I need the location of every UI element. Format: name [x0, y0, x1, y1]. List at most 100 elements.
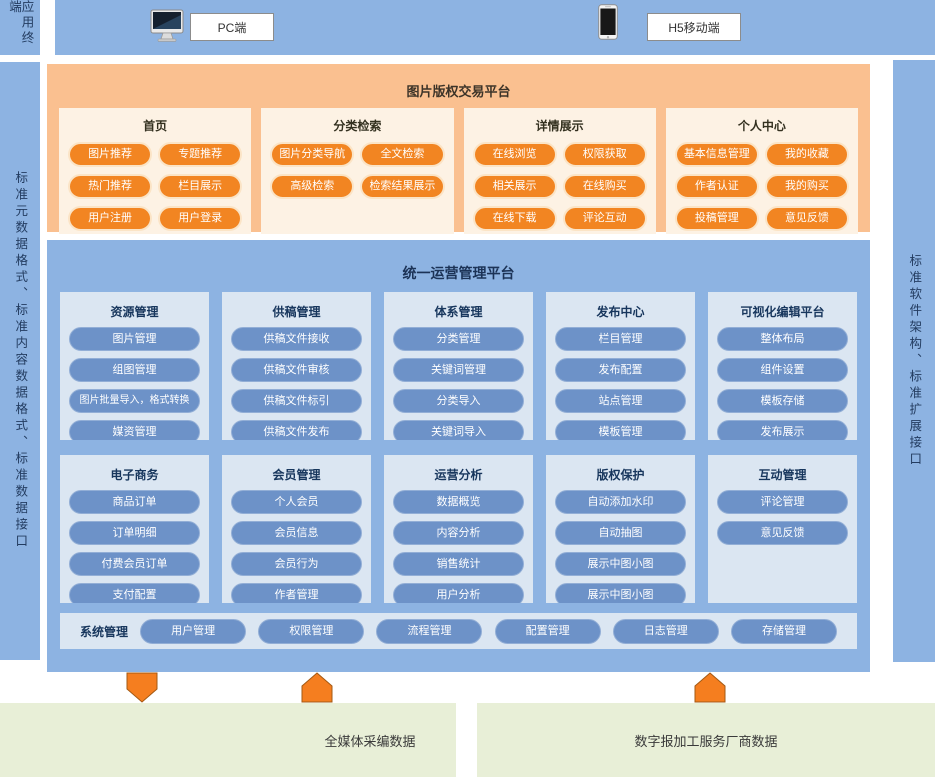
left-standards-bar: 标准元数据格式、标准内容数据格式、标准数据接口 [0, 62, 40, 660]
h5-terminal-box[interactable]: H5移动端 [647, 13, 741, 41]
feature-pill[interactable]: 供稿文件审核 [231, 358, 362, 382]
feature-pill[interactable]: 商品订单 [69, 490, 200, 514]
column-title: 供稿管理 [272, 305, 321, 319]
feature-pill[interactable]: 整体布局 [717, 327, 848, 351]
trade-platform-columns: 首页图片推荐专题推荐热门推荐栏目展示用户注册用户登录 分类检索图片分类导航全文检索… [59, 108, 858, 234]
feature-pill[interactable]: 高级检索 [270, 174, 355, 199]
left-standards-label: 标准元数据格式、标准内容数据格式、标准数据接口 [13, 171, 28, 551]
trade-platform-title: 图片版权交易平台 [406, 84, 511, 99]
feature-pill[interactable]: 组件设置 [717, 358, 848, 382]
feature-pill[interactable]: 供稿文件接收 [231, 327, 362, 351]
system-pill[interactable]: 存储管理 [730, 618, 837, 644]
feature-pill[interactable]: 专题推荐 [158, 142, 243, 167]
ops-column-1-4: 发布中心栏目管理发布配置站点管理模板管理 [546, 292, 695, 440]
column-title: 体系管理 [434, 305, 483, 319]
feature-pill[interactable]: 相关展示 [472, 174, 557, 199]
feature-pill[interactable]: 分类导入 [393, 389, 524, 413]
ops-row2: 电子商务商品订单订单明细付费会员订单支付配置会员管理个人会员会员信息会员行为作者… [60, 455, 857, 603]
pill-grid: 在线浏览权限获取相关展示在线购买在线下载评论互动 [472, 142, 647, 231]
feature-pill[interactable]: 自动抽图 [555, 521, 686, 545]
feature-pill[interactable]: 意见反馈 [764, 206, 849, 231]
feature-pill[interactable]: 投稿管理 [674, 206, 759, 231]
column-title: 分类检索 [333, 119, 382, 133]
column-title: 会员管理 [272, 468, 321, 482]
pc-terminal-box[interactable]: PC端 [190, 13, 274, 41]
feature-pill[interactable]: 用户分析 [393, 583, 524, 603]
flow-arrow-down-icon [126, 672, 158, 703]
system-pill[interactable]: 配置管理 [494, 618, 601, 644]
right-standards-bar: 标准软件架构、标准扩展接口 [893, 60, 935, 662]
feature-pill[interactable]: 图片批量导入，格式转换 [69, 389, 200, 413]
feature-pill[interactable]: 作者认证 [674, 174, 759, 199]
feature-pill[interactable]: 关键词导入 [393, 420, 524, 440]
feature-pill[interactable]: 栏目展示 [158, 174, 243, 199]
feature-pill[interactable]: 图片分类导航 [270, 142, 355, 167]
feature-pill[interactable]: 内容分析 [393, 521, 524, 545]
feature-pill[interactable]: 会员信息 [231, 521, 362, 545]
feature-pill[interactable]: 发布配置 [555, 358, 686, 382]
feature-pill[interactable]: 热门推荐 [68, 174, 153, 199]
feature-pill[interactable]: 付费会员订单 [69, 552, 200, 576]
feature-pill[interactable]: 展示中图小图 [555, 552, 686, 576]
feature-pill[interactable]: 在线购买 [562, 174, 647, 199]
column-title: 互动管理 [758, 468, 807, 482]
feature-pill[interactable]: 自动添加水印 [555, 490, 686, 514]
right-standards-label: 标准软件架构、标准扩展接口 [907, 253, 922, 469]
feature-pill[interactable]: 发布展示 [717, 420, 848, 440]
feature-pill[interactable]: 个人会员 [231, 490, 362, 514]
feature-pill[interactable]: 组图管理 [69, 358, 200, 382]
feature-pill[interactable]: 全文检索 [360, 142, 445, 167]
feature-pill[interactable]: 在线下载 [472, 206, 557, 231]
trade-platform-section: 图片版权交易平台 首页图片推荐专题推荐热门推荐栏目展示用户注册用户登录 分类检索图… [47, 64, 870, 234]
feature-pill[interactable]: 我的收藏 [764, 142, 849, 167]
system-pill[interactable]: 权限管理 [258, 618, 365, 644]
feature-pill[interactable]: 用户注册 [68, 206, 153, 231]
feature-pill[interactable]: 关键词管理 [393, 358, 524, 382]
flow-arrow-up-icon [694, 672, 726, 703]
feature-pill[interactable]: 检索结果展示 [360, 174, 445, 199]
system-management-row: 系统管理 用户管理权限管理流程管理配置管理日志管理存储管理 [60, 613, 857, 649]
ops-column-1-5: 可视化编辑平台整体布局组件设置模板存储发布展示 [708, 292, 857, 440]
trade-column-1: 首页图片推荐专题推荐热门推荐栏目展示用户注册用户登录 [59, 108, 252, 234]
feature-pill[interactable]: 会员行为 [231, 552, 362, 576]
ops-column-1-3: 体系管理分类管理关键词管理分类导入关键词导入 [384, 292, 533, 440]
feature-pill[interactable]: 模板管理 [555, 420, 686, 440]
feature-pill[interactable]: 我的购买 [764, 174, 849, 199]
feature-pill[interactable]: 数据概览 [393, 490, 524, 514]
feature-pill[interactable]: 订单明细 [69, 521, 200, 545]
ops-column-1-2: 供稿管理供稿文件接收供稿文件审核供稿文件标引供稿文件发布 [222, 292, 371, 440]
feature-pill[interactable]: 在线浏览 [472, 142, 557, 167]
feature-pill[interactable]: 意见反馈 [717, 521, 848, 545]
feature-pill[interactable]: 供稿文件标引 [231, 389, 362, 413]
feature-pill[interactable]: 基本信息管理 [674, 142, 759, 167]
feature-pill[interactable]: 评论管理 [717, 490, 848, 514]
system-pill[interactable]: 日志管理 [612, 618, 719, 644]
feature-pill[interactable]: 支付配置 [69, 583, 200, 603]
ops-platform-title: 统一运营管理平台 [402, 265, 515, 281]
system-pill[interactable]: 用户管理 [140, 618, 247, 644]
feature-pill[interactable]: 销售统计 [393, 552, 524, 576]
ops-row1: 资源管理图片管理组图管理图片批量导入，格式转换媒资管理供稿管理供稿文件接收供稿文… [60, 292, 857, 440]
column-title: 个人中心 [737, 119, 786, 133]
h5-terminal-label: H5移动端 [668, 20, 720, 35]
feature-pill[interactable]: 用户登录 [158, 206, 243, 231]
feature-pill[interactable]: 图片推荐 [68, 142, 153, 167]
pill-grid: 基本信息管理我的收藏作者认证我的购买投稿管理意见反馈 [674, 142, 849, 231]
ops-column-2-1: 电子商务商品订单订单明细付费会员订单支付配置 [60, 455, 209, 603]
feature-pill[interactable]: 分类管理 [393, 327, 524, 351]
application-terminal-label: 应用终端 [7, 0, 34, 47]
feature-pill[interactable]: 评论互动 [562, 206, 647, 231]
ops-column-1-1: 资源管理图片管理组图管理图片批量导入，格式转换媒资管理 [60, 292, 209, 440]
feature-pill[interactable]: 权限获取 [562, 142, 647, 167]
feature-pill[interactable]: 展示中图小图 [555, 583, 686, 603]
feature-pill[interactable]: 作者管理 [231, 583, 362, 603]
feature-pill[interactable]: 站点管理 [555, 389, 686, 413]
application-terminal-bar: 应用终端 [0, 0, 40, 55]
feature-pill[interactable]: 媒资管理 [69, 420, 200, 440]
system-pill[interactable]: 流程管理 [376, 618, 483, 644]
feature-pill[interactable]: 图片管理 [69, 327, 200, 351]
feature-pill[interactable]: 栏目管理 [555, 327, 686, 351]
feature-pill[interactable]: 供稿文件发布 [231, 420, 362, 440]
pill-grid: 图片推荐专题推荐热门推荐栏目展示用户注册用户登录 [68, 142, 243, 231]
feature-pill[interactable]: 模板存储 [717, 389, 848, 413]
